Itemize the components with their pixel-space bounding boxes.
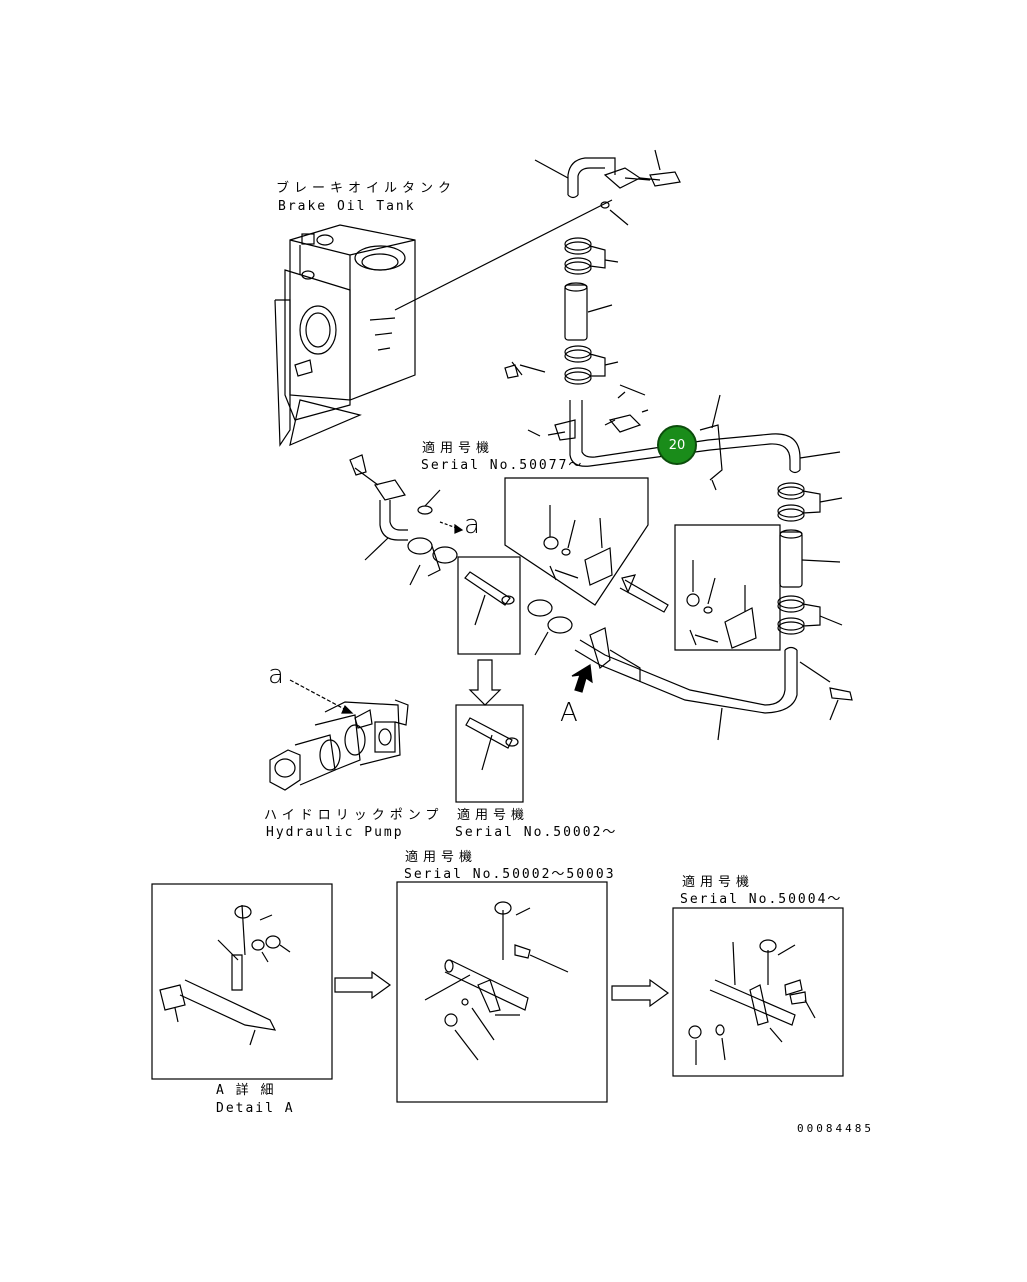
marker-a-upper: a (464, 510, 480, 540)
marker-a-pump: a (268, 660, 284, 690)
brake-oil-tank (274, 224, 416, 447)
upper-hose-set (564, 237, 619, 385)
hose-box-upper (457, 556, 521, 655)
serial-50077-label-en: Serial No.50077～ (421, 458, 584, 473)
serial-50004-box (672, 907, 844, 1077)
main-pipe (569, 400, 801, 474)
serial-range-label-jp: 適用号機 (405, 850, 478, 865)
upper-elbow-pipe (567, 157, 681, 209)
brake-tank-label-en: Brake Oil Tank (278, 199, 416, 214)
detail-box-50077 (504, 477, 669, 613)
brake-tank-label-jp: ブレーキオイルタンク (276, 181, 457, 196)
serial-range-label-en: Serial No.50002～50003 (404, 867, 616, 882)
serial-50077-label-jp: 適用号機 (422, 441, 495, 456)
serial-50004-label-jp: 適用号機 (682, 875, 755, 890)
view-a-arrow (571, 663, 593, 693)
serial-50004-label-en: Serial No.50004～ (680, 892, 843, 907)
down-arrow (468, 659, 502, 706)
hose-box-lower (455, 704, 524, 803)
detail-a-box (151, 883, 333, 1080)
right-hose-set (777, 482, 843, 635)
leader-line (394, 199, 613, 311)
pump-label-jp: ハイドロリックポンプ (264, 808, 444, 823)
detail-box-right (674, 524, 781, 651)
mid-clamps (527, 599, 573, 656)
flow-arrow-2 (611, 978, 670, 1008)
serial-50002-50003-box (396, 881, 608, 1103)
flow-arrow-1 (334, 970, 392, 1000)
hydraulic-pump (269, 699, 409, 791)
lower-long-pipe (574, 627, 798, 714)
pump-label-en: Hydraulic Pump (266, 825, 404, 840)
pipe-brackets (504, 361, 723, 491)
pump-elbow (349, 454, 458, 577)
serial-50002-label-en: Serial No.50002～ (455, 825, 618, 840)
drawing-number: 00084485 (797, 1122, 874, 1135)
part-callout-20[interactable]: 20 (657, 425, 697, 465)
detail-a-label-jp: A 詳 細 (216, 1083, 276, 1098)
serial-50002-label-jp: 適用号機 (457, 808, 530, 823)
view-a-label: A (560, 698, 578, 728)
end-clip (829, 687, 853, 701)
detail-a-label-en: Detail A (216, 1101, 295, 1116)
